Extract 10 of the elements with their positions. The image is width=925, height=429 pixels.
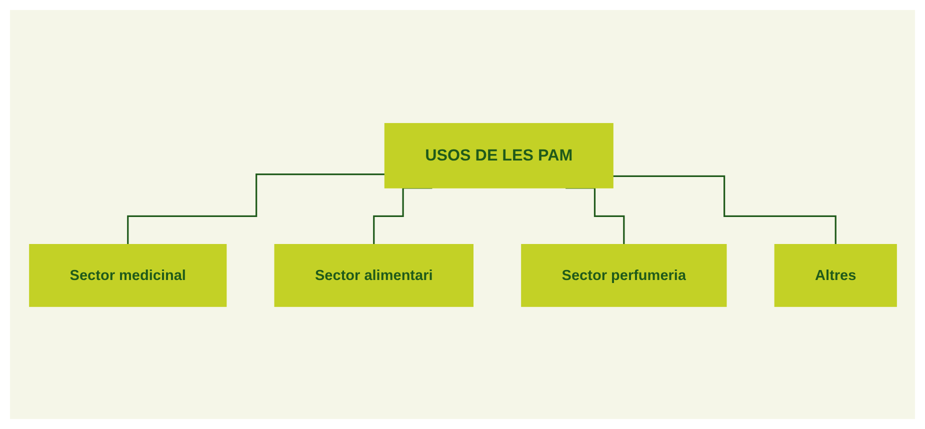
node-box (274, 244, 473, 306)
node-box (774, 244, 896, 306)
connector (372, 186, 432, 245)
connector (126, 173, 384, 245)
node-box (384, 122, 613, 188)
connector (612, 174, 836, 245)
node-box (28, 244, 226, 306)
tree-diagram: USOS DE LES PAM Sector medicinal Sector alimentari Sector perfumeria Altres (22, 116, 902, 312)
node-box (520, 244, 726, 306)
connector (565, 186, 624, 245)
